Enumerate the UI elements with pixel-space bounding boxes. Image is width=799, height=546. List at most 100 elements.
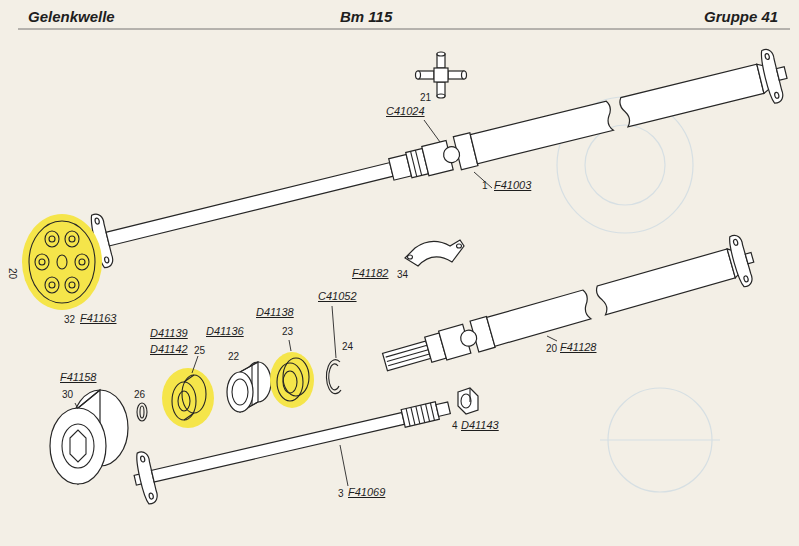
flex-disc: [45, 277, 59, 293]
callout-number: 20: [546, 344, 557, 354]
part-number: F41182: [352, 268, 389, 279]
part-number: D41142: [150, 344, 188, 355]
bleed-through: [600, 439, 720, 440]
sleeve: [227, 372, 253, 412]
callout-number: 22: [228, 352, 239, 362]
joint-cross: [437, 52, 445, 56]
callout-number: 30: [62, 390, 73, 400]
bearing-bracket: [408, 255, 413, 259]
leader-line: [340, 445, 348, 486]
centering-sleeve: [78, 390, 100, 408]
seal-ring: [182, 375, 206, 413]
drive-shaft: [383, 341, 431, 371]
joint-cross: [437, 94, 445, 98]
callout-number: 1: [482, 181, 488, 191]
part-number: F41163: [80, 313, 117, 324]
callout-number: 34: [397, 270, 408, 280]
drive-shaft: [106, 163, 393, 246]
flex-disc: [35, 254, 49, 270]
flex-disc: [39, 259, 45, 265]
drive-shaft: [765, 53, 770, 60]
centering-sleeve: [62, 424, 94, 468]
seal-ring: [162, 368, 214, 428]
part-number: F41003: [494, 180, 531, 191]
part-number: F41158: [60, 372, 97, 383]
flex-disc: [57, 255, 67, 269]
drive-shaft: [421, 405, 425, 423]
seal-ring: [172, 382, 196, 420]
drive-shaft: [95, 218, 100, 225]
snap-ring: [326, 360, 341, 394]
drive-shaft: [430, 403, 434, 421]
sleeve: [240, 362, 258, 372]
callout-number: 4: [452, 421, 458, 431]
model-code: Bm 115: [340, 9, 392, 24]
drive-shaft: [774, 92, 779, 99]
drive-shaft: [84, 46, 792, 270]
flex-disc: [22, 214, 102, 310]
joint-cross: [434, 68, 448, 82]
nut: [469, 388, 470, 402]
part-number: F41069: [348, 487, 385, 498]
drive-shaft: [415, 150, 421, 175]
drive-shaft: [743, 275, 748, 282]
flex-disc: [29, 221, 95, 303]
drive-shaft: [129, 382, 455, 506]
drive-shaft: [411, 407, 415, 425]
centering-sleeve: [70, 430, 86, 462]
page-title: Gelenkwelle: [28, 9, 115, 24]
centering-sleeve: [50, 408, 106, 484]
drive-shaft: [149, 493, 154, 500]
drive-shaft: [426, 404, 430, 422]
drive-shaft: [378, 232, 760, 387]
drive-shaft: [745, 253, 754, 264]
callout-number: 25: [194, 346, 205, 356]
snap-ring: [326, 360, 341, 394]
bearing-bracket: [405, 240, 464, 266]
bearing-bracket: [457, 244, 462, 248]
drive-shaft: [776, 67, 787, 81]
flex-disc: [75, 254, 89, 270]
leader-line: [192, 356, 198, 373]
leader-line: [424, 120, 440, 142]
circlip: [140, 406, 144, 418]
drive-shaft: [595, 249, 735, 315]
nut: [461, 394, 471, 408]
drive-shaft: [727, 234, 754, 288]
drive-shaft: [140, 456, 145, 463]
seal-ring: [178, 391, 190, 411]
drive-shaft: [406, 408, 410, 426]
drive-shaft: [151, 413, 404, 483]
drive-shaft: [104, 257, 109, 264]
callout-number: 3: [338, 489, 344, 499]
drive-shaft: [619, 64, 764, 127]
nut: [458, 388, 478, 414]
flex-disc: [22, 214, 102, 310]
flex-disc: [79, 259, 85, 265]
drive-shaft: [442, 145, 461, 164]
part-number: D41143: [461, 420, 499, 431]
leader-line: [547, 336, 557, 341]
joint-cross: [416, 71, 421, 79]
page-number: 20: [7, 268, 17, 279]
leader-line: [75, 120, 557, 486]
seal-ring: [162, 368, 214, 428]
drive-shaft: [436, 402, 450, 416]
callout-number: 21: [420, 93, 431, 103]
flex-disc: [65, 277, 79, 293]
flex-disc: [69, 236, 75, 242]
part-number: F41128: [560, 342, 597, 353]
callout-number: 24: [342, 342, 353, 352]
drive-shaft: [401, 402, 439, 427]
drive-shaft: [459, 328, 479, 348]
part-number: D41139: [150, 328, 188, 339]
seal-ring: [184, 375, 194, 382]
drive-shaft: [416, 406, 420, 424]
callout-number: 26: [134, 390, 145, 400]
centering-sleeve: [50, 390, 128, 484]
leader-line: [332, 306, 336, 358]
bearing-bracket: [405, 240, 464, 266]
sleeve: [232, 379, 248, 405]
sleeve: [227, 362, 271, 412]
callout-number: 32: [64, 315, 75, 325]
